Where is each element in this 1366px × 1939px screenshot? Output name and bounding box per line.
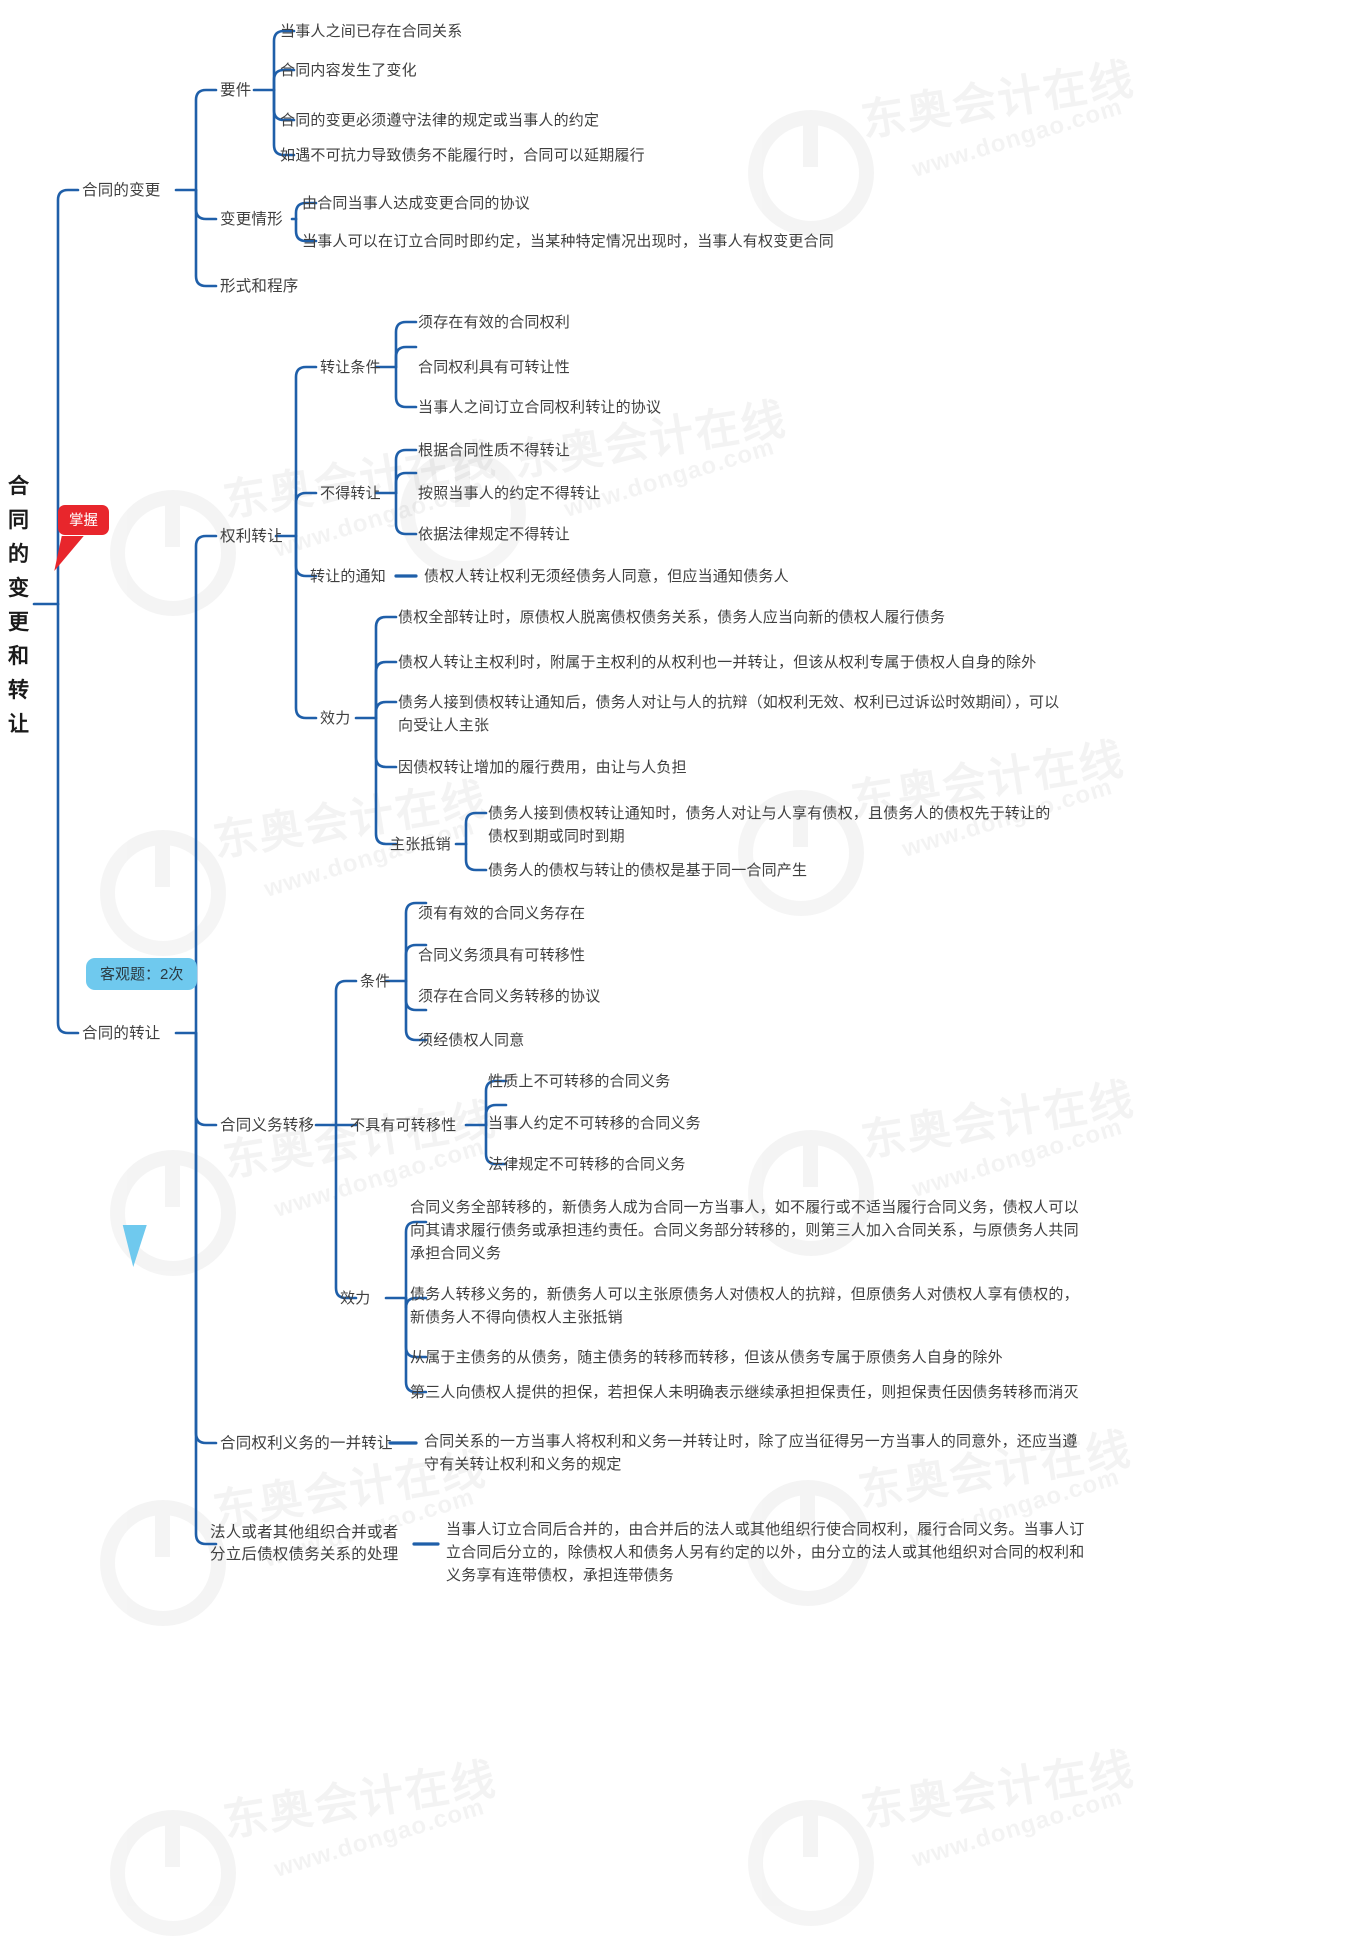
node-non-transferable[interactable]: 不得转让 xyxy=(320,485,381,502)
objective-questions-badge[interactable]: 客观题：2次 xyxy=(86,958,198,990)
node-transfer-conditions[interactable]: 转让条件 xyxy=(320,359,381,376)
node-contract-transfer[interactable]: 合同的转让 xyxy=(82,1025,161,1042)
node-obligation-conditions[interactable]: 条件 xyxy=(360,973,391,990)
node-merger-division[interactable]: 法人或者其他组织合并或者 分立后债权债务关系的处理 xyxy=(210,1524,399,1563)
leaf-obligation-condition-4[interactable]: 须经债权人同意 xyxy=(418,1032,525,1049)
leaf-obligation-condition-1[interactable]: 须有有效的合同义务存在 xyxy=(418,905,586,922)
node-requirements[interactable]: 要件 xyxy=(220,82,252,99)
mastery-badge[interactable]: 掌握 xyxy=(58,505,109,535)
node-obligation-transfer-effect[interactable]: 效力 xyxy=(340,1290,371,1307)
leaf-rights-effect-3[interactable]: 债务人接到债权转让通知后，债务人对让与人的抗辩（如权利无效、权利已过诉讼时效期间… xyxy=(398,694,1060,734)
node-transfer-notice[interactable]: 转让的通知 xyxy=(310,568,387,585)
leaf-obligation-effect-3[interactable]: 从属于主债务的从债务，随主债务的转移而转移，但该从债务专属于原债务人自身的除外 xyxy=(410,1349,1003,1366)
node-contract-modification[interactable]: 合同的变更 xyxy=(82,182,161,199)
leaf-joint-transfer-1[interactable]: 合同关系的一方当事人将权利和义务一并转让时，除了应当征得另一方当事人的同意外，还… xyxy=(424,1433,1078,1473)
leaf-situation-1[interactable]: 由合同当事人达成变更合同的协议 xyxy=(302,195,531,212)
leaf-non-transfer-oblig-2[interactable]: 当事人约定不可转移的合同义务 xyxy=(488,1115,701,1132)
node-form-and-procedure[interactable]: 形式和程序 xyxy=(220,278,299,295)
node-modification-situations[interactable]: 变更情形 xyxy=(220,211,283,228)
node-rights-transfer[interactable]: 权利转让 xyxy=(220,528,283,545)
leaf-claim-setoff-2[interactable]: 债务人的债权与转让的债权是基于同一合同产生 xyxy=(488,862,808,879)
leaf-rights-effect-4[interactable]: 因债权转让增加的履行费用，由让与人负担 xyxy=(398,759,687,776)
leaf-merger-division-1[interactable]: 当事人订立合同后合并的，由合并后的法人或其他组织行使合同权利，履行合同义务。当事… xyxy=(446,1521,1085,1584)
node-rights-transfer-effect[interactable]: 效力 xyxy=(320,710,351,727)
leaf-non-transfer-oblig-1[interactable]: 性质上不可转移的合同义务 xyxy=(488,1073,671,1090)
leaf-obligation-effect-1[interactable]: 合同义务全部转移的，新债务人成为合同一方当事人，如不履行或不适当履行合同义务，债… xyxy=(410,1199,1079,1262)
leaf-requirement-2[interactable]: 合同内容发生了变化 xyxy=(280,62,417,79)
leaf-requirement-4[interactable]: 如遇不可抗力导致债务不能履行时，合同可以延期履行 xyxy=(280,147,645,164)
node-obligation-transfer[interactable]: 合同义务转移 xyxy=(220,1117,315,1134)
leaf-non-transferable-2[interactable]: 按照当事人的约定不得转让 xyxy=(418,485,601,502)
leaf-transfer-condition-3[interactable]: 当事人之间订立合同权利转让的协议 xyxy=(418,399,662,416)
leaf-claim-setoff-1[interactable]: 债务人接到债权转让通知时，债务人对让与人享有债权，且债务人的债权先于转让的 债权… xyxy=(488,805,1051,845)
leaf-obligation-condition-3[interactable]: 须存在合同义务转移的协议 xyxy=(418,988,601,1005)
leaf-rights-effect-2[interactable]: 债权人转让主权利时，附属于主权利的从权利也一并转让，但该从权利专属于债权人自身的… xyxy=(398,654,1037,671)
objective-badge-tail xyxy=(122,1225,158,1267)
leaf-obligation-effect-4[interactable]: 第三人向债权人提供的担保，若担保人未明确表示继续承担担保责任，则担保责任因债务转… xyxy=(410,1384,1079,1401)
root-title: 合同的变更和转让 xyxy=(8,475,30,736)
leaf-transfer-condition-2[interactable]: 合同权利具有可转让性 xyxy=(418,359,571,376)
leaf-obligation-effect-2[interactable]: 债务人转移义务的，新债务人可以主张原债务人对债权人的抗辩，但原债务人对债权人享有… xyxy=(410,1286,1079,1326)
node-claim-setoff[interactable]: 主张抵销 xyxy=(390,836,451,853)
leaf-requirement-3[interactable]: 合同的变更必须遵守法律的规定或当事人的约定 xyxy=(280,112,600,129)
leaf-non-transferable-3[interactable]: 依据法律规定不得转让 xyxy=(418,526,571,543)
leaf-requirement-1[interactable]: 当事人之间已存在合同关系 xyxy=(280,23,463,40)
leaf-transfer-notice-1[interactable]: 债权人转让权利无须经债务人同意，但应当通知债务人 xyxy=(424,568,789,585)
leaf-non-transfer-oblig-3[interactable]: 法律规定不可转移的合同义务 xyxy=(488,1156,686,1173)
leaf-non-transferable-1[interactable]: 根据合同性质不得转让 xyxy=(418,442,571,459)
node-non-transferable-obligations[interactable]: 不具有可转移性 xyxy=(350,1117,457,1134)
leaf-situation-2[interactable]: 当事人可以在订立合同时即约定，当某种特定情况出现时，当事人有权变更合同 xyxy=(302,233,835,250)
leaf-transfer-condition-1[interactable]: 须存在有效的合同权利 xyxy=(418,314,571,331)
leaf-obligation-condition-2[interactable]: 合同义务须具有可转移性 xyxy=(418,947,586,964)
leaf-rights-effect-1[interactable]: 债权全部转让时，原债权人脱离债权债务关系，债务人应当向新的债权人履行债务 xyxy=(398,609,946,626)
mastery-badge-tail xyxy=(54,536,84,571)
node-joint-transfer[interactable]: 合同权利义务的一并转让 xyxy=(220,1435,393,1452)
